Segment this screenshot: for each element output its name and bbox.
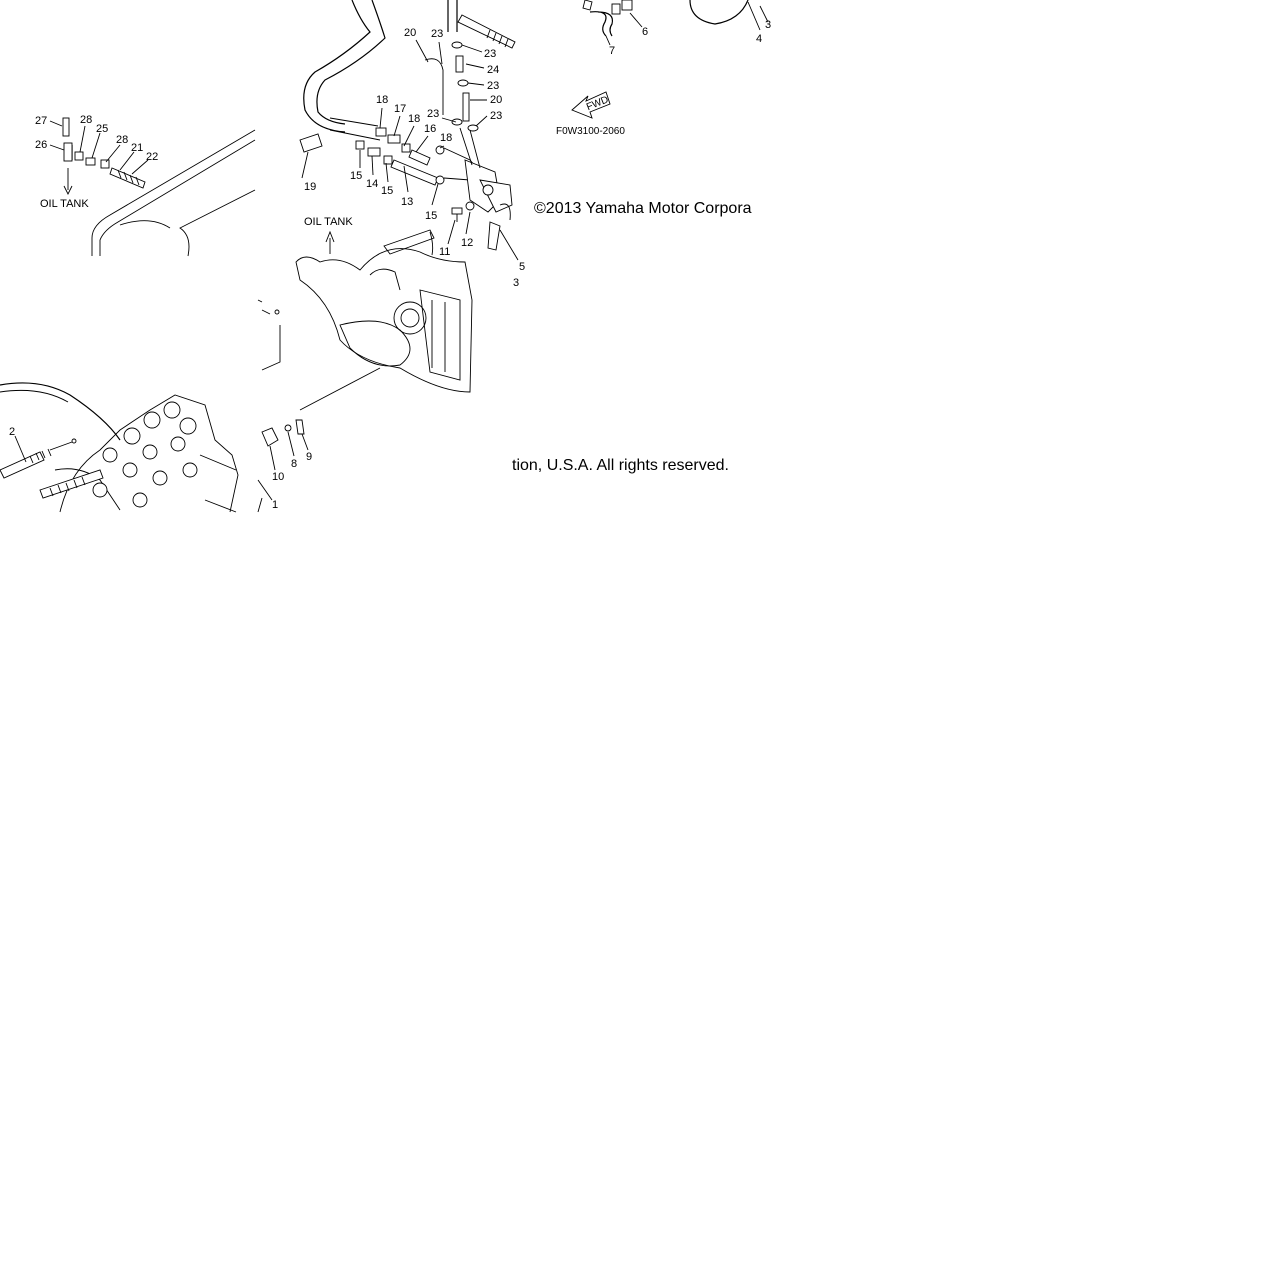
callout-1: 1: [272, 499, 278, 511]
svg-text:FWD: FWD: [585, 94, 610, 113]
callout-28: 28: [80, 114, 92, 126]
callout-16: 16: [424, 123, 436, 135]
callout-20: 20: [490, 94, 502, 106]
fitting-panel: FWD: [571, 0, 769, 119]
callout-4: 4: [756, 33, 762, 45]
figure-code: F0W3100-2060: [556, 126, 625, 137]
callout-21: 21: [131, 142, 143, 154]
oil-tank-label-left: OIL TANK: [40, 198, 89, 210]
callout-25: 25: [96, 123, 108, 135]
callout-3: 3: [513, 277, 519, 289]
callout-13: 13: [401, 196, 413, 208]
oil-pump-panel: [295, 0, 519, 393]
callout-2: 2: [9, 426, 15, 438]
oil-tank-label-center: OIL TANK: [304, 216, 353, 228]
callout-5: 5: [519, 261, 525, 273]
callout-23: 23: [427, 108, 439, 120]
callout-10: 10: [272, 471, 284, 483]
fwd-arrow-icon: FWD: [571, 91, 611, 119]
callout-6: 6: [642, 26, 648, 38]
callout-27: 27: [35, 115, 47, 127]
callout-11: 11: [439, 246, 450, 258]
callout-22: 22: [146, 151, 158, 163]
callout-23: 23: [431, 28, 443, 40]
copyright-line-2: tion, U.S.A. All rights reserved.: [512, 457, 729, 474]
callout-28: 28: [116, 134, 128, 146]
callout-15: 15: [381, 185, 393, 197]
callout-7: 7: [609, 45, 615, 57]
copyright-line-1: ©2013 Yamaha Motor Corpora: [534, 200, 752, 217]
callout-24: 24: [487, 64, 499, 76]
callout-18: 18: [440, 132, 452, 144]
callout-19: 19: [304, 181, 316, 193]
callout-12: 12: [461, 237, 473, 249]
engine-top-panel: [0, 299, 381, 513]
callout-17: 17: [394, 103, 406, 115]
callout-15: 15: [425, 210, 437, 222]
callout-20: 20: [404, 27, 416, 39]
oil-tank-panel: [49, 117, 256, 257]
callout-23: 23: [484, 48, 496, 60]
callout-9: 9: [306, 451, 312, 463]
callout-labels: 27 26 28 25 28 21 22 OIL TANK 20 23 23 2…: [9, 19, 771, 511]
callout-26: 26: [35, 139, 47, 151]
cylinder-bosses: [92, 401, 198, 508]
callout-23: 23: [487, 80, 499, 92]
callout-8: 8: [291, 458, 297, 470]
callout-3: 3: [765, 19, 771, 31]
callout-18: 18: [376, 94, 388, 106]
callout-18: 18: [408, 113, 420, 125]
callout-23: 23: [490, 110, 502, 122]
callout-15: 15: [350, 170, 362, 182]
callout-14: 14: [366, 178, 378, 190]
